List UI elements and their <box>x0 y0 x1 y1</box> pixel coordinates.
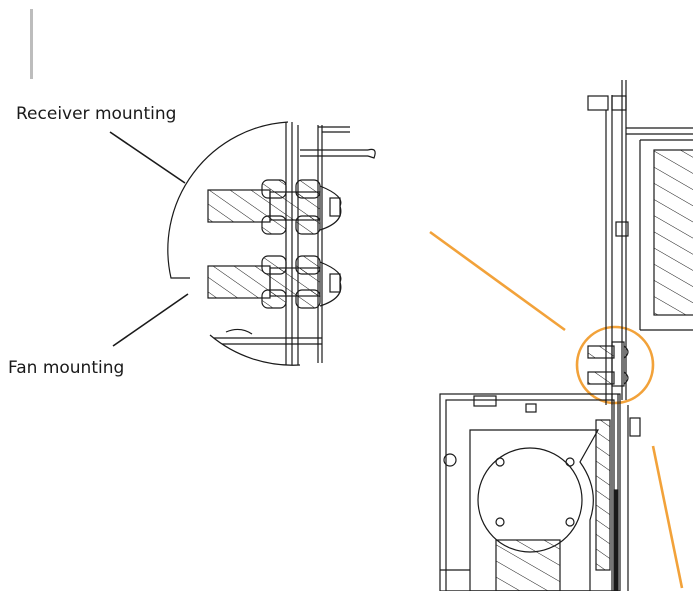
fan-assembly <box>439 393 641 591</box>
receiver-mounting-label: Receiver mounting <box>16 104 177 124</box>
highlight <box>429 230 684 589</box>
fan-leader-line <box>112 293 189 347</box>
accent-bar <box>30 9 33 79</box>
lower-bolt <box>207 265 271 299</box>
fan-housing <box>469 429 600 591</box>
fan-mounting-label: Fan mounting <box>8 358 125 378</box>
fan-plate <box>595 419 611 571</box>
receiver-leader-line <box>109 131 186 184</box>
detail-circle <box>167 121 289 279</box>
leader-lines <box>109 131 189 347</box>
highlight-circle <box>575 325 655 405</box>
pointer-line-lower <box>651 445 684 589</box>
receiver-assembly <box>587 80 693 405</box>
upper-bolt <box>207 189 271 223</box>
detail-view <box>167 121 376 366</box>
pointer-line-upper <box>429 230 566 332</box>
receiver-panel <box>653 149 693 316</box>
